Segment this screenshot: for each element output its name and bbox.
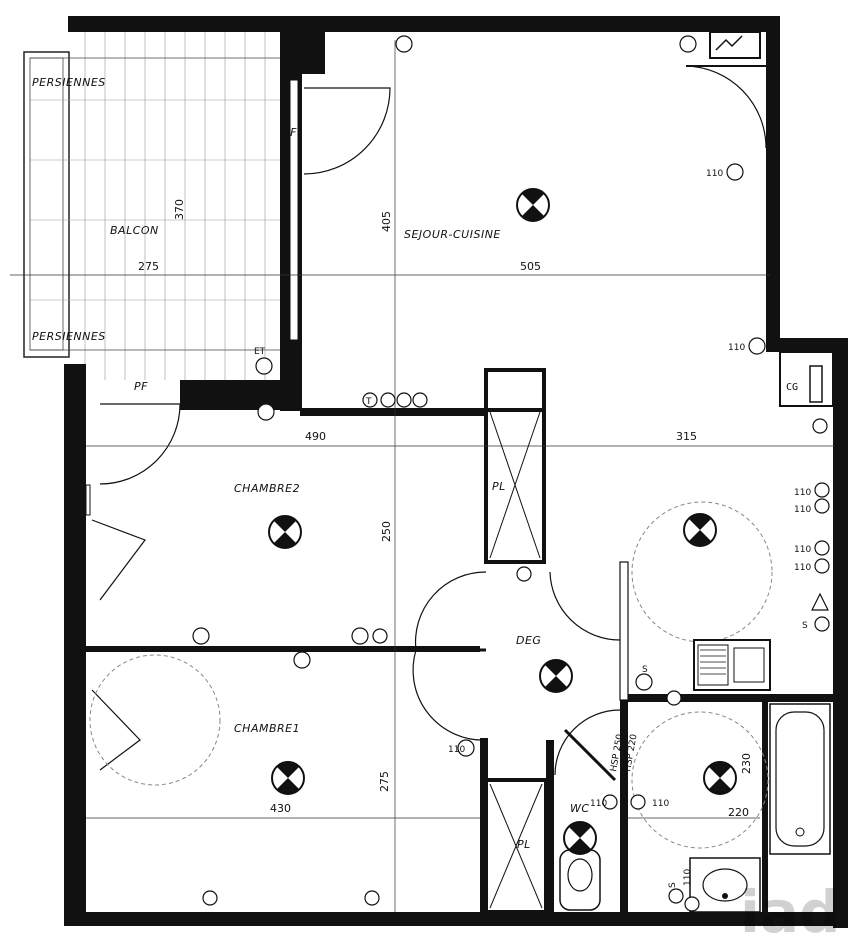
persiennes-top-label: PERSIENNES [32, 76, 106, 89]
outlet-icon [255, 357, 273, 375]
light-icon [683, 513, 717, 547]
pl-cabinet-bottom [489, 783, 543, 909]
dim-chambre1-depth: 275 [378, 771, 391, 792]
light-icon [563, 821, 597, 855]
outlet-icon [364, 890, 380, 906]
vr-label: VR [306, 64, 319, 75]
pf-bottom-label: PF [134, 380, 148, 393]
dim-sdb-depth: 230 [740, 753, 753, 774]
outlet-icon [293, 651, 311, 669]
dim-balcon-width: 275 [138, 260, 159, 273]
tv-outlet-icon [362, 392, 378, 408]
outlet-110-label: 110 [728, 343, 745, 353]
f-bottom-label: f [68, 720, 74, 733]
outlet-icon [351, 627, 369, 645]
outlet-110-label: 110 [683, 869, 693, 886]
persiennes-bottom-label: PERSIENNES [32, 330, 106, 343]
tv-label: T [365, 397, 372, 407]
light-icon [516, 188, 550, 222]
pf-top-label: PF [283, 126, 297, 139]
kitchen-sink-icon [693, 639, 771, 691]
balcony [23, 30, 280, 380]
dimension-lines [10, 40, 835, 912]
tv-outlet-icon [372, 628, 388, 644]
outlet-110-label: 110 [794, 563, 811, 573]
toilet-icon [559, 849, 601, 911]
outlet-icon [684, 896, 700, 912]
outlet-icon [412, 392, 428, 408]
outlet-icon [192, 627, 210, 645]
dim-sdb-width: 220 [728, 806, 749, 819]
balcon-label: BALCON [110, 224, 159, 237]
outlet-icon [814, 482, 830, 498]
light-icon [271, 761, 305, 795]
s-bath-label: S [642, 665, 648, 675]
light-icon [703, 761, 737, 795]
dim-chambre1-width: 430 [270, 802, 291, 815]
outlet-icon [726, 163, 744, 181]
watermark-logo: iad [740, 878, 841, 938]
outlet-icon [516, 566, 532, 582]
outlet-110-label: 110 [590, 799, 607, 809]
outlet-icon [630, 794, 646, 810]
outlet-icon [679, 35, 697, 53]
outlet-icon [814, 498, 830, 514]
deg-label: DEG [516, 634, 541, 647]
dim-chambre2-width: 490 [305, 430, 326, 443]
outlet-110-label: 110 [652, 799, 669, 809]
walls [64, 16, 848, 928]
doors [91, 65, 767, 782]
cg-cabinet: CG [779, 351, 834, 407]
chambre2-label: CHAMBRE2 [234, 482, 300, 495]
chambre1-label: CHAMBRE1 [234, 722, 300, 735]
turning-circles [89, 501, 773, 849]
bathtub-icon [769, 703, 831, 855]
et-label: ET [254, 347, 266, 357]
pl-cabinet-top [489, 411, 541, 559]
outlet-icon [666, 690, 682, 706]
ceiling-lights [268, 188, 737, 855]
outlet-icon [812, 418, 828, 434]
outlet-110-label: 110 [794, 488, 811, 498]
outlet-110-label: 110 [794, 545, 811, 555]
dim-sejour-width: 505 [520, 260, 541, 273]
outlet-110-label: 110 [706, 169, 723, 179]
dim-balcon-depth: 370 [173, 199, 186, 220]
outlet-icon [748, 337, 766, 355]
pl-top-label: PL [492, 480, 506, 493]
dim-sejour-depth: 405 [380, 211, 393, 232]
pl-bottom-label: PL [517, 838, 531, 851]
outlet-icon [457, 739, 475, 757]
outlet-icon [257, 403, 275, 421]
dim-chambre2-depth: 250 [380, 521, 393, 542]
light-icon [539, 659, 573, 693]
outlet-icon [395, 35, 413, 53]
outlet-icon [202, 890, 218, 906]
cg-label: CG [786, 382, 798, 393]
outlet-icon [814, 558, 830, 574]
outlet-icon [814, 616, 830, 632]
wc-label: WC [570, 802, 590, 815]
dim-bath-width: 315 [676, 430, 697, 443]
outlet-icon [602, 794, 618, 810]
telephone-outlet-icon [811, 592, 829, 611]
light-icon [268, 515, 302, 549]
outlet-icon [668, 888, 684, 904]
outlet-icon [814, 540, 830, 556]
outlet-icon [396, 392, 412, 408]
outlet-icon [635, 673, 653, 691]
radiator-icon [709, 31, 761, 59]
f-top-label: f [68, 550, 74, 563]
s-deg-label: S [802, 621, 808, 631]
sejour-label: SEJOUR-CUISINE [404, 228, 501, 241]
bathroom-sink-icon [689, 857, 761, 913]
outlet-icon [380, 392, 396, 408]
outlets [192, 35, 830, 912]
outlet-110-label: 110 [794, 505, 811, 515]
outlet-110-label: 110 [448, 745, 465, 755]
s-wc-label: S [668, 882, 678, 888]
